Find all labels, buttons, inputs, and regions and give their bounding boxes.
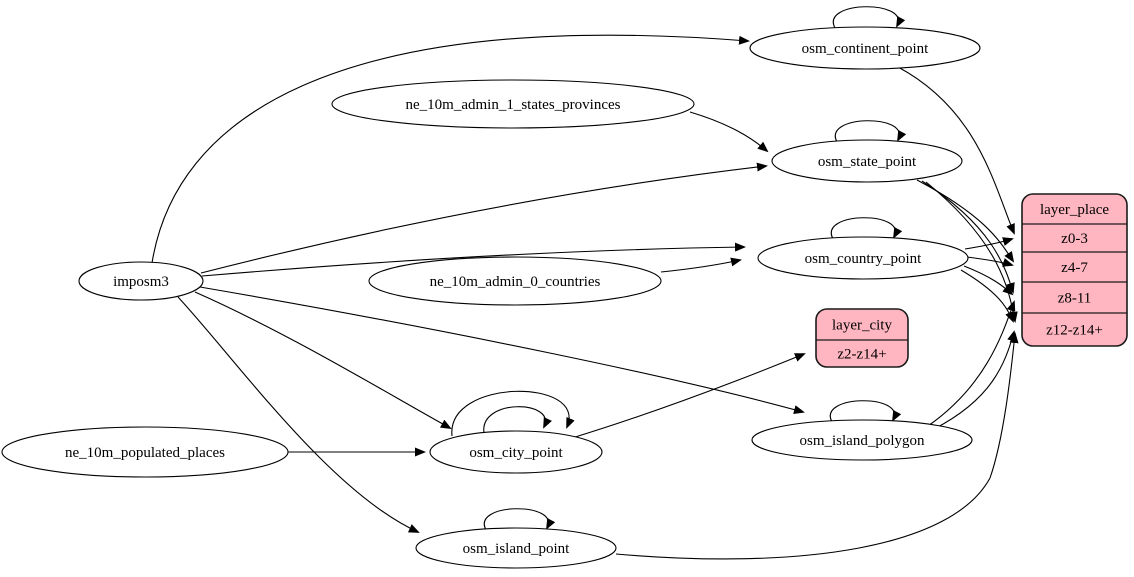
record-row-layer_place-z0-3: z0-3	[1061, 231, 1088, 247]
node-ne_10m_populated_places: ne_10m_populated_places	[1, 426, 289, 478]
edge-imposm3-to-osm_country_point	[201, 242, 746, 277]
edge-osm_state_point-to-layer_place-z8-11	[921, 180, 1015, 294]
node-label-ne_10m_admin_1_states_provinces: ne_10m_admin_1_states_provinces	[406, 97, 621, 113]
node-label-osm_city_point: osm_city_point	[469, 445, 563, 461]
node-shape-ne_10m_admin_1_states_provinces	[331, 79, 695, 129]
edge-imposm3-to-osm_continent_point	[151, 34, 750, 264]
edge-osm_country_point-to-layer_place-z4-7	[966, 256, 1014, 267]
record-row-layer_place-z4-7: z4-7	[1061, 260, 1088, 276]
edge-imposm3-to-osm_city_point	[194, 291, 452, 429]
record-title-layer_place: layer_place	[1040, 202, 1109, 218]
edge-selfloop-osm_city_point	[483, 406, 552, 434]
edge-osm_continent_point-to-layer_place-z0-3	[897, 66, 1015, 235]
node-osm_continent_point: osm_continent_point	[749, 26, 981, 70]
record-title-layer_city: layer_city	[832, 318, 892, 334]
edge-layer	[151, 6, 1019, 560]
edge-osm_country_point-to-layer_place-z12-z14+	[960, 269, 1014, 323]
node-osm_country_point: osm_country_point	[757, 236, 969, 280]
edge-selfloop-osm_continent_point	[832, 6, 906, 29]
node-ne_10m_admin_0_countries: ne_10m_admin_0_countries	[368, 256, 662, 306]
node-label-osm_state_point: osm_state_point	[818, 154, 917, 170]
node-shape-osm_island_point	[415, 527, 617, 569]
node-shape-osm_country_point	[757, 236, 969, 280]
node-label-osm_island_polygon: osm_island_polygon	[799, 433, 925, 449]
edge-selfloop-osm_city_point	[451, 390, 575, 437]
edge-imposm3-to-osm_island_polygon	[199, 286, 805, 414]
record-shape-layer_city	[815, 308, 909, 368]
node-label-ne_10m_populated_places: ne_10m_populated_places	[65, 445, 225, 461]
edge-osm_island_polygon-to-layer_place-z12-z14+	[933, 330, 1016, 430]
node-shape-imposm3	[78, 261, 204, 301]
record-row-layer_place-z12-z14+: z12-z14+	[1046, 323, 1103, 339]
node-label-imposm3: imposm3	[113, 274, 169, 290]
node-shape-osm_city_point	[429, 430, 603, 474]
node-label-osm_country_point: osm_country_point	[805, 251, 922, 267]
edge-selfloop-osm_island_polygon	[829, 400, 902, 423]
record-layer_place: layer_place z0-3 z4-7 z8-11 z12-z14+	[1021, 193, 1128, 347]
node-shape-osm_continent_point	[749, 26, 981, 70]
edge-osm_city_point-to-layer_city-z2-z14+	[571, 353, 806, 439]
node-shape-ne_10m_populated_places	[1, 426, 289, 478]
edge-selfloop-osm_state_point	[834, 120, 907, 143]
record-row-layer_place-z8-11: z8-11	[1058, 291, 1092, 307]
node-layer: imposm3 ne_10m_admin_1_states_provincesne…	[1, 26, 1128, 569]
edge-osm_island_polygon-to-layer_place-z8-11	[927, 300, 1016, 427]
edge-osm_island_point-to-layer_place-z12-z14+	[615, 332, 1019, 560]
edge-osm_state_point-to-layer_place-z12-z14+	[925, 181, 1018, 323]
edge-ne_10m_admin_1_states_provinces-to-osm_state_point	[689, 111, 769, 153]
node-ne_10m_admin_1_states_provinces: ne_10m_admin_1_states_provinces	[331, 79, 695, 129]
node-label-ne_10m_admin_0_countries: ne_10m_admin_0_countries	[430, 274, 601, 290]
edge-selfloop-osm_country_point	[830, 217, 903, 240]
node-label-osm_continent_point: osm_continent_point	[802, 41, 929, 57]
record-layer_city: layer_city z2-z14+	[815, 308, 909, 368]
node-label-osm_island_point: osm_island_point	[463, 541, 571, 557]
record-shape-layer_place	[1021, 193, 1128, 347]
edge-selfloop-osm_island_point	[483, 508, 556, 531]
record-row-layer_city-z2-z14+: z2-z14+	[837, 347, 886, 363]
node-shape-osm_island_polygon	[751, 419, 973, 461]
node-imposm3: imposm3	[78, 261, 204, 301]
node-osm_island_polygon: osm_island_polygon	[751, 419, 973, 461]
edge-imposm3-to-osm_island_point	[177, 296, 420, 533]
node-osm_city_point: osm_city_point	[429, 430, 603, 474]
node-shape-osm_state_point	[771, 139, 963, 183]
edge-osm_country_point-to-layer_place-z0-3	[964, 237, 1014, 250]
edge-osm_country_point-to-layer_place-z8-11	[963, 265, 1014, 296]
edge-imposm3-to-osm_state_point	[200, 162, 768, 274]
node-osm_island_point: osm_island_point	[415, 527, 617, 569]
node-osm_state_point: osm_state_point	[771, 139, 963, 183]
edge-ne_10m_admin_0_countries-to-osm_country_point	[660, 257, 742, 273]
node-shape-ne_10m_admin_0_countries	[368, 256, 662, 306]
